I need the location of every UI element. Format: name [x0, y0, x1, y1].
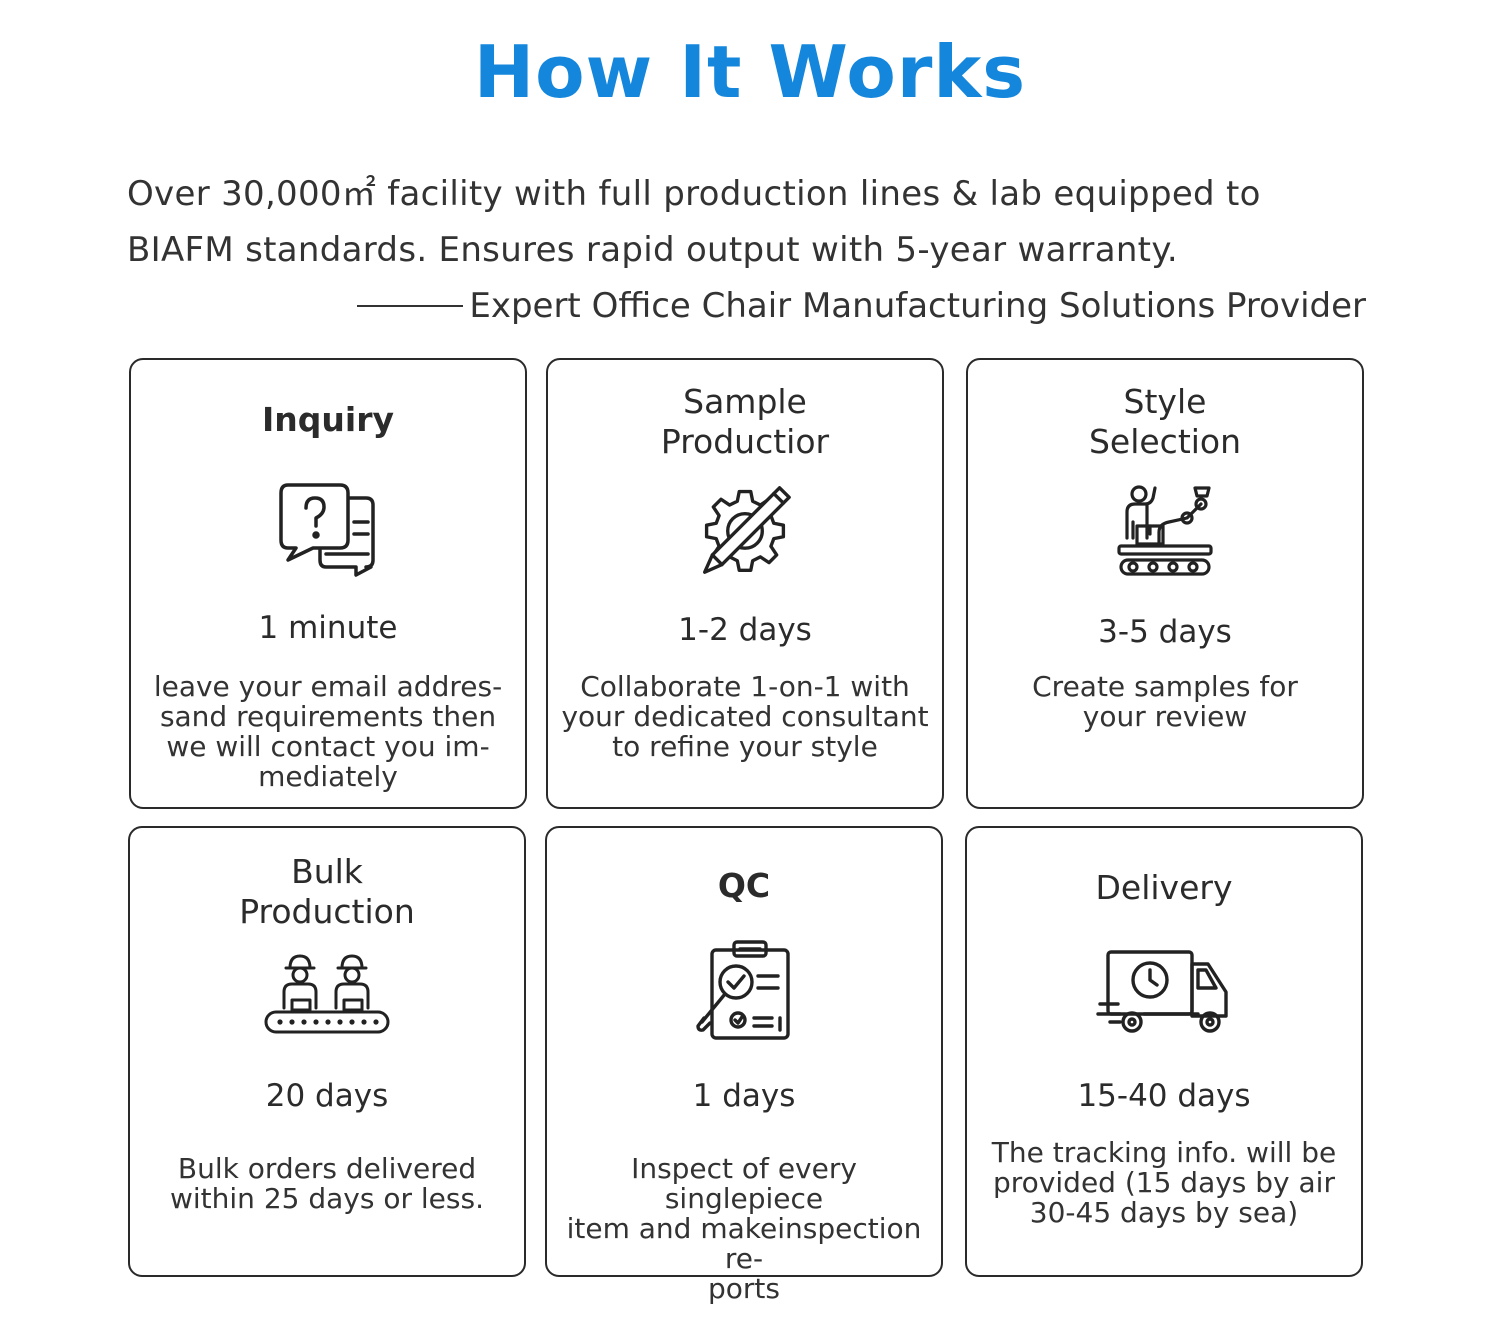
step-title: Bulk Production: [239, 852, 415, 931]
step-description: Create samples for your review: [1032, 670, 1298, 733]
step-card-delivery: Delivery 15-40 days The tracking info. w…: [965, 826, 1363, 1277]
intro-text: Over 30,000㎡ facility with full producti…: [127, 174, 1261, 270]
step-card-inquiry: Inquiry 1 minute leave your email addres…: [129, 358, 527, 809]
step-description: leave your email addres- sand requiremen…: [153, 670, 503, 793]
step-title: Style Selection: [1088, 382, 1242, 461]
workers-conveyor-icon: [130, 950, 524, 1044]
clipboard-inspection-icon: [547, 938, 941, 1046]
step-card-bulk-production: Bulk Production 20 days Bulk orders deli…: [128, 826, 526, 1277]
step-title: Inquiry: [262, 400, 394, 439]
step-duration: 3-5 days: [1098, 614, 1232, 650]
step-duration: 1 minute: [258, 610, 398, 646]
step-description: Bulk orders delivered within 25 days or …: [170, 1152, 484, 1215]
step-card-qc: QC 1 days Inspect of every singlepiece i…: [545, 826, 943, 1304]
step-description: Collaborate 1-on-1 with your dedicated c…: [561, 670, 929, 763]
tagline-rule: [357, 305, 464, 307]
step-title: QC: [717, 866, 771, 905]
step-title: Sample Productior: [660, 382, 830, 461]
tagline: Expert Office Chair Manufacturing Soluti…: [348, 278, 1366, 334]
page-title: How It Works: [473, 30, 1027, 114]
step-card-style-selection: Style Selection 3-5 days Create samples …: [966, 358, 1364, 809]
step-duration: 15-40 days: [1077, 1078, 1251, 1114]
step-description: Inspect of every singlepiece item and ma…: [566, 1152, 922, 1305]
step-duration: 20 days: [265, 1078, 389, 1114]
step-title: Delivery: [1095, 868, 1233, 907]
tagline-text: Expert Office Chair Manufacturing Soluti…: [469, 286, 1366, 326]
step-description: The tracking info. will be provided (15 …: [991, 1136, 1337, 1229]
robot-arm-worker-icon: [968, 482, 1362, 582]
step-duration: 1 days: [692, 1078, 796, 1114]
gear-pencil-icon: [548, 482, 942, 582]
step-card-sample-production: Sample Productior 1-2 days Collaborate 1…: [546, 358, 944, 809]
question-chat-icon: [131, 480, 525, 584]
step-duration: 1-2 days: [678, 612, 812, 648]
delivery-truck-clock-icon: [967, 946, 1361, 1046]
